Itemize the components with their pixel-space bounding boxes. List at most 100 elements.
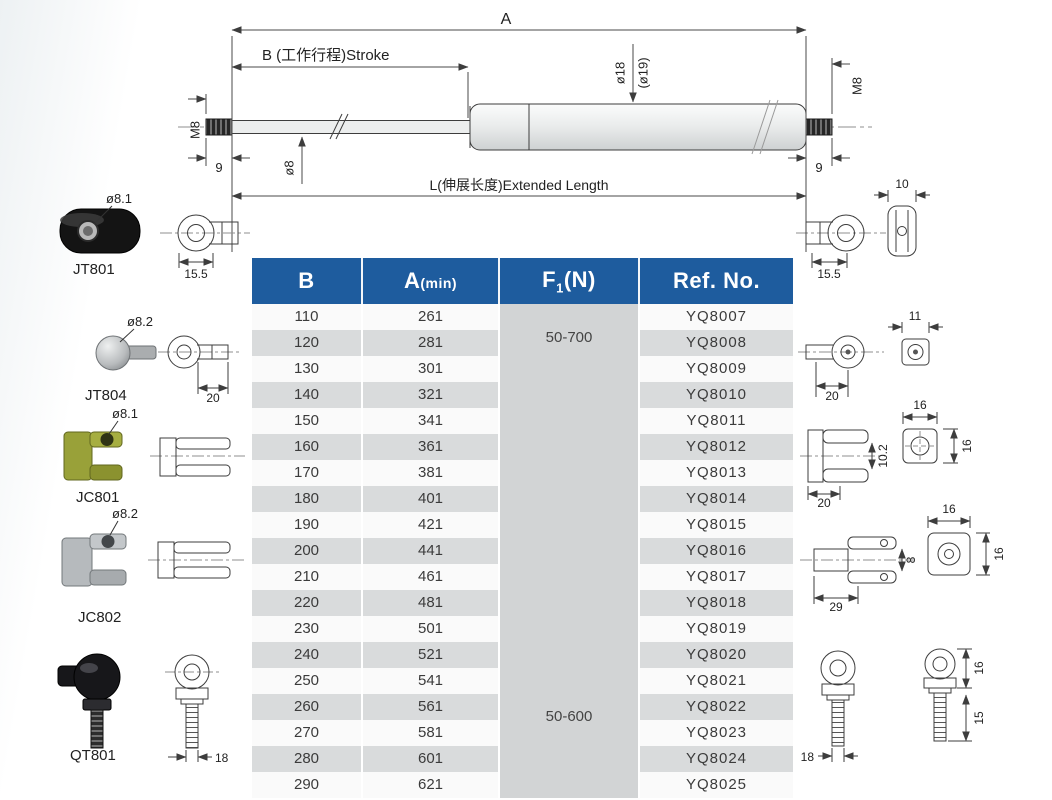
dim-right-clevis2-side: 16 bbox=[992, 547, 1006, 561]
fitting-drawing-jc802 bbox=[148, 541, 245, 579]
cell-a-min: 421 bbox=[363, 512, 500, 538]
right-fitting-balljoint bbox=[818, 648, 972, 762]
dim-width-qt801: 18 bbox=[215, 751, 229, 765]
cell-ref: YQ8020 bbox=[640, 642, 793, 668]
cell-b: 130 bbox=[252, 356, 363, 382]
table-header-row: B A(min) F1(N) Ref. No. bbox=[252, 258, 793, 304]
dim-a-label: A bbox=[501, 11, 512, 28]
cell-ref: YQ8011 bbox=[640, 408, 793, 434]
cell-b: 120 bbox=[252, 330, 363, 356]
dim-right-clevis2-bottom: 29 bbox=[829, 600, 843, 614]
cell-b: 160 bbox=[252, 434, 363, 460]
fitting-qt801: QT801 18 bbox=[57, 653, 229, 765]
header-a-min: A(min) bbox=[363, 258, 500, 304]
fitting-photo-jt801 bbox=[59, 208, 141, 254]
cell-a-min: 301 bbox=[363, 356, 500, 382]
dimension-annotations bbox=[188, 26, 850, 252]
fitting-drawing-jt804 bbox=[158, 335, 242, 394]
cell-b: 270 bbox=[252, 720, 363, 746]
dim-right-clevis1-side: 16 bbox=[960, 439, 974, 453]
cell-b: 140 bbox=[252, 382, 363, 408]
cell-b: 250 bbox=[252, 668, 363, 694]
fitting-jc802: ø8.2 JC802 bbox=[61, 506, 245, 626]
cell-a-min: 321 bbox=[363, 382, 500, 408]
cell-a-min: 341 bbox=[363, 408, 500, 434]
cell-ref: YQ8016 bbox=[640, 538, 793, 564]
cell-a-min: 401 bbox=[363, 486, 500, 512]
fitting-drawing-jt801 bbox=[160, 214, 250, 268]
dim-9-left-label: 9 bbox=[215, 160, 222, 175]
cell-b: 170 bbox=[252, 460, 363, 486]
dim-phi8-label: ø8 bbox=[281, 160, 296, 175]
fitting-photo-jc802 bbox=[61, 533, 127, 587]
cell-f1: 50-700 bbox=[500, 304, 640, 564]
fitting-photo-qt801 bbox=[57, 653, 121, 749]
dim-width-jt801: 15.5 bbox=[184, 267, 208, 281]
cell-a-min: 261 bbox=[363, 304, 500, 330]
fitting-jt804: ø8.2 JT804 20 bbox=[85, 314, 242, 405]
cell-b: 190 bbox=[252, 512, 363, 538]
cell-a-min: 361 bbox=[363, 434, 500, 460]
right-fitting-ball bbox=[798, 322, 943, 397]
cell-a-min: 461 bbox=[363, 564, 500, 590]
dim-phi19-label: (ø19) bbox=[635, 57, 650, 88]
dim-l-label: L(伸展长度)Extended Length bbox=[430, 177, 609, 193]
cell-ref: YQ8017 bbox=[640, 564, 793, 590]
cell-a-min: 621 bbox=[363, 772, 500, 798]
cell-b: 210 bbox=[252, 564, 363, 590]
fitting-jt801: ø8.1 JT801 15.5 bbox=[59, 191, 250, 281]
cell-ref: YQ8008 bbox=[640, 330, 793, 356]
fitting-drawing-qt801 bbox=[165, 654, 222, 762]
cell-ref: YQ8013 bbox=[640, 460, 793, 486]
cell-ref: YQ8018 bbox=[640, 590, 793, 616]
cell-b: 220 bbox=[252, 590, 363, 616]
cell-f1: 50-600 bbox=[500, 564, 640, 798]
dim-phi-jt804: ø8.2 bbox=[127, 314, 153, 329]
cell-a-min: 541 bbox=[363, 668, 500, 694]
cell-a-min: 561 bbox=[363, 694, 500, 720]
cell-a-min: 381 bbox=[363, 460, 500, 486]
cell-b: 290 bbox=[252, 772, 363, 798]
cell-a-min: 501 bbox=[363, 616, 500, 642]
dim-right-balljoint-bottom: 18 bbox=[801, 750, 815, 764]
dim-9-right-label: 9 bbox=[815, 160, 822, 175]
right-fitting-clevis1 bbox=[800, 412, 958, 500]
fitting-label-qt801: QT801 bbox=[70, 747, 116, 764]
header-b: B bbox=[252, 258, 363, 304]
cell-b: 260 bbox=[252, 694, 363, 720]
dim-right-balljoint-upper: 16 bbox=[972, 661, 986, 675]
header-a-sub-text: (min) bbox=[420, 275, 458, 291]
dim-m8-left-label: M8 bbox=[187, 121, 202, 139]
fitting-drawing-jc801 bbox=[150, 437, 245, 477]
fitting-photo-jc801 bbox=[63, 431, 123, 481]
cell-ref: YQ8015 bbox=[640, 512, 793, 538]
cell-a-min: 441 bbox=[363, 538, 500, 564]
cell-b: 240 bbox=[252, 642, 363, 668]
cell-a-min: 281 bbox=[363, 330, 500, 356]
dim-right-ball-length: 20 bbox=[825, 389, 839, 403]
dim-right-clevis1-top: 16 bbox=[913, 398, 927, 412]
cell-a-min: 481 bbox=[363, 590, 500, 616]
dim-right-clevis1-inner: 10.2 bbox=[876, 444, 890, 468]
cell-ref: YQ8007 bbox=[640, 304, 793, 330]
cell-ref: YQ8021 bbox=[640, 668, 793, 694]
cell-ref: YQ8010 bbox=[640, 382, 793, 408]
cell-b: 200 bbox=[252, 538, 363, 564]
fitting-jc801: ø8.1 JC801 bbox=[63, 406, 245, 506]
cell-b: 110 bbox=[252, 304, 363, 330]
right-fitting-eyelet bbox=[796, 190, 930, 268]
